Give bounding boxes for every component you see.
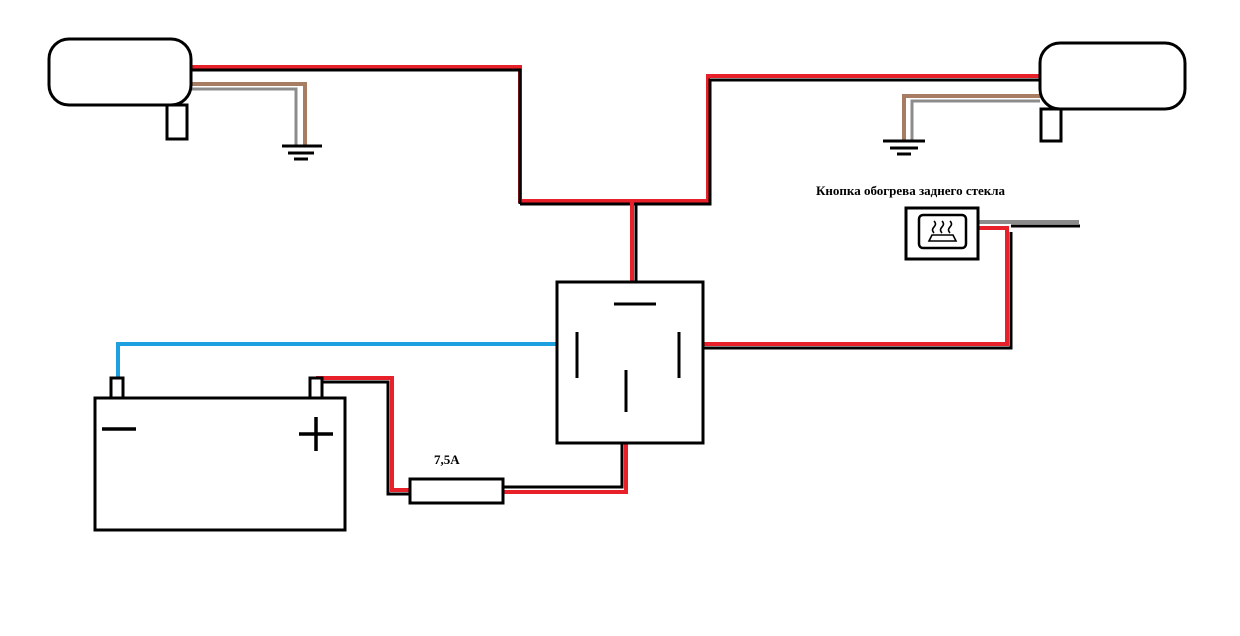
rear-window-defrost-icon	[927, 220, 958, 242]
wire-left-ground	[190, 82, 307, 146]
heater-right	[1038, 41, 1187, 143]
wire-button-feed	[978, 220, 1080, 228]
heater-left	[47, 37, 193, 141]
ground-symbol-left	[282, 144, 322, 161]
wire-coil-signal	[116, 342, 578, 378]
ground-symbol-right	[883, 139, 925, 156]
wire-relay-to-button	[680, 226, 1013, 350]
battery	[93, 376, 347, 532]
fuse	[408, 477, 505, 505]
relay	[555, 280, 705, 445]
wire-right-ground	[902, 94, 1040, 141]
wire-left-heater-feed	[190, 65, 632, 204]
battery-terminal-positive	[308, 376, 324, 400]
battery-plus-sign	[299, 417, 333, 451]
fuse-rating-label: 7,5A	[434, 452, 460, 467]
wire-right-heater-feed	[520, 74, 1040, 206]
wire-battery-to-fuse	[316, 376, 410, 496]
battery-terminal-negative	[109, 376, 125, 400]
button-caption: Кнопка обогрева заднего стекла	[816, 183, 1006, 198]
defrost-button	[904, 206, 980, 261]
